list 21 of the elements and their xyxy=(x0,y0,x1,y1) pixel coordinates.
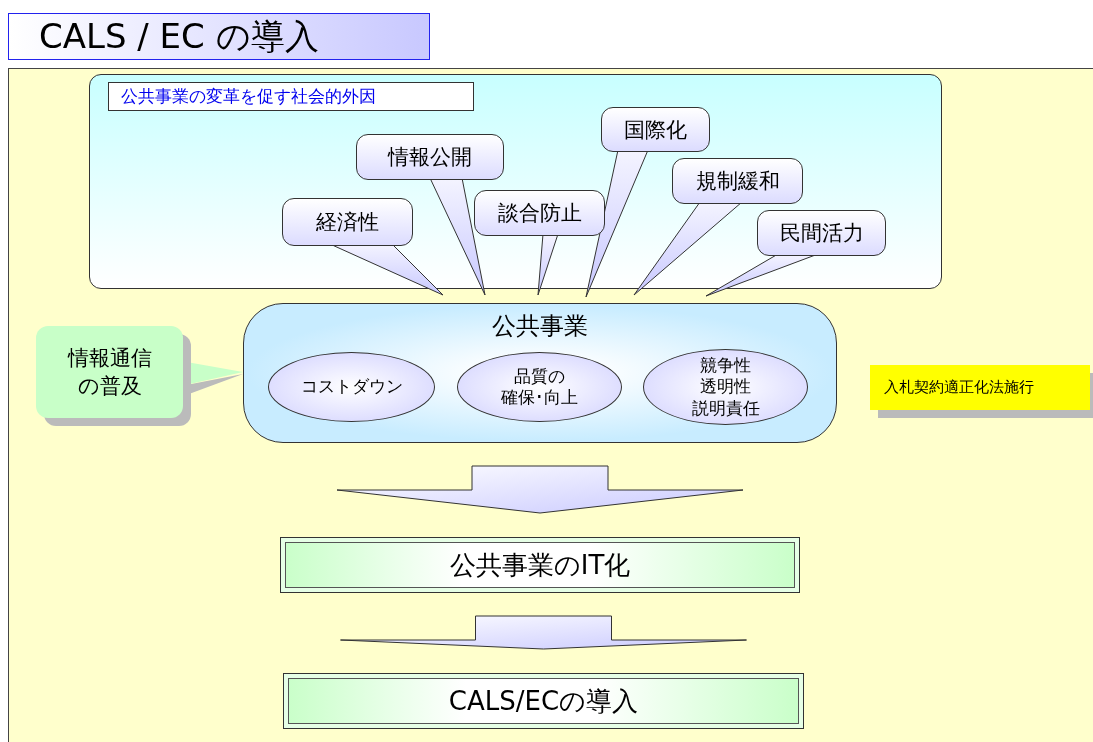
title: CALS / EC の導入 xyxy=(8,13,430,60)
panel-heading: 公共事業の変革を促す社会的外因 xyxy=(108,82,474,111)
callout-tail xyxy=(537,233,559,296)
bevel-box: 公共事業のIT化 xyxy=(280,537,800,593)
block-arrow xyxy=(336,465,744,514)
ellipse: 競争性透明性説明責任 xyxy=(643,349,808,425)
speech-callout: 情報公開 xyxy=(356,134,504,180)
speech-callout: 談合防止 xyxy=(474,190,605,236)
speech-callout: 国際化 xyxy=(601,107,710,152)
callout-tail xyxy=(585,149,649,298)
speech-callout: 民間活力 xyxy=(757,210,886,256)
block-arrow xyxy=(340,615,747,650)
ellipse: 品質の確保･向上 xyxy=(457,352,622,422)
speech-callout: 経済性 xyxy=(282,198,413,246)
callout-tail xyxy=(633,201,743,296)
rounded-box xyxy=(243,303,837,443)
bevel-box: CALS/ECの導入 xyxy=(283,673,804,729)
ellipse: コストダウン xyxy=(268,352,435,422)
callout-tail xyxy=(429,177,486,296)
speech-callout: 規制緩和 xyxy=(672,158,803,204)
box-heading: 公共事業 xyxy=(491,311,589,342)
